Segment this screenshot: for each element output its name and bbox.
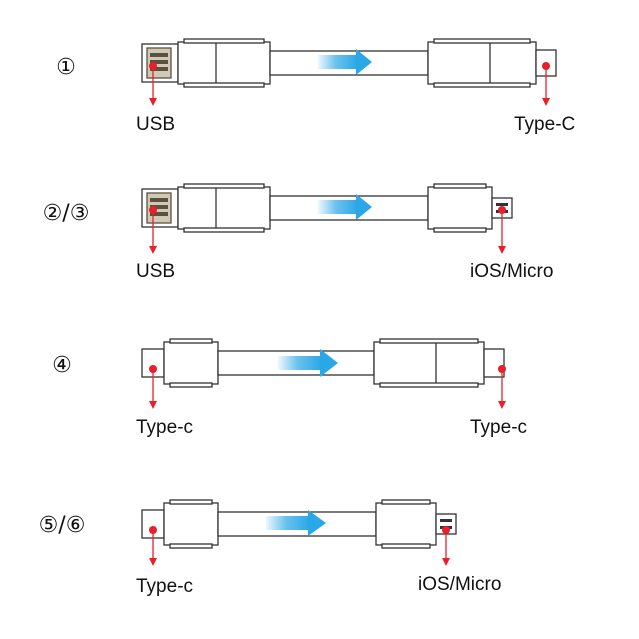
row-3: ④ Type-c Type-c bbox=[52, 338, 527, 438]
row-1-cable bbox=[141, 38, 557, 88]
row-1-direction-arrow bbox=[318, 49, 372, 75]
row-2-right-label: iOS/Micro bbox=[470, 261, 553, 282]
row-3-left-label: Type-c bbox=[136, 417, 193, 438]
row-2-right-pointer bbox=[498, 206, 506, 254]
row-3-right-label: Type-c bbox=[470, 417, 527, 438]
row-1-left-pointer bbox=[149, 62, 157, 106]
row-4-right-pointer bbox=[442, 526, 450, 566]
row-4-number: ⑤/⑥ bbox=[39, 513, 86, 538]
row-3-cable bbox=[141, 338, 505, 388]
row-4-left-label: Type-c bbox=[136, 576, 193, 597]
row-4-direction-arrow bbox=[266, 510, 326, 536]
row-2-cable bbox=[141, 183, 513, 233]
row-3-right-pointer bbox=[498, 365, 506, 409]
row-2-left-label: USB bbox=[136, 261, 175, 282]
row-1-right-label: Type-C bbox=[514, 114, 575, 135]
row-4-left-pointer bbox=[149, 526, 157, 566]
row-4-right-label: iOS/Micro bbox=[418, 574, 501, 595]
row-3-left-pointer bbox=[149, 365, 157, 409]
row-1-number: ① bbox=[56, 55, 76, 80]
usb-connector-icon bbox=[141, 188, 179, 228]
row-1: ① bbox=[56, 38, 575, 135]
row-1-left-label: USB bbox=[136, 114, 175, 135]
row-4: ⑤/⑥ bbox=[39, 499, 501, 597]
usb-connector-icon bbox=[141, 43, 179, 83]
row-3-direction-arrow bbox=[278, 349, 338, 377]
row-2-left-pointer bbox=[149, 206, 157, 254]
row-3-number: ④ bbox=[52, 353, 72, 378]
row-2-number: ②/③ bbox=[43, 201, 90, 226]
row-2: ②/③ bbox=[43, 183, 553, 282]
row-2-direction-arrow bbox=[318, 194, 372, 220]
row-1-right-pointer bbox=[542, 62, 550, 106]
